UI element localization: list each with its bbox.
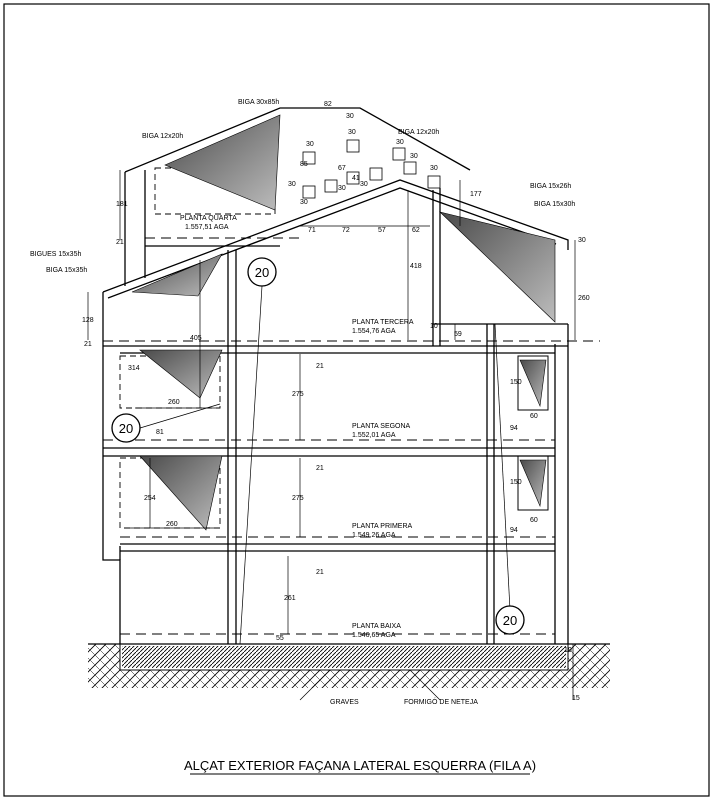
svg-text:15: 15 [572,695,580,702]
level-baixa-elev: 1.546,65 AGA [352,632,396,639]
svg-text:150: 150 [510,379,522,386]
label-biga-15x35: BIGA 15x35h [46,267,87,274]
svg-text:21: 21 [116,239,124,246]
svg-text:60: 60 [530,517,538,524]
svg-text:30: 30 [288,181,296,188]
marker-20-left: 20 [111,413,141,443]
label-biga-30x85: BIGA 30x85h [238,99,279,106]
svg-text:62: 62 [412,227,420,234]
level-primera-name: PLANTA PRIMERA [352,523,412,530]
svg-text:260: 260 [166,521,178,528]
svg-text:41: 41 [352,175,360,182]
foundation [88,643,610,688]
svg-text:261: 261 [284,595,296,602]
svg-text:59: 59 [454,331,462,338]
svg-text:150: 150 [510,479,522,486]
svg-text:21: 21 [316,363,324,370]
svg-text:254: 254 [144,495,156,502]
level-lines [103,237,600,635]
svg-text:30: 30 [578,237,586,244]
svg-text:30: 30 [338,185,346,192]
svg-text:30: 30 [300,199,308,206]
drawing-title: ALÇAT EXTERIOR FAÇANA LATERAL ESQUERRA (… [184,758,536,775]
purlin-sections [302,139,441,199]
level-tercera-elev: 1.554,76 AGA [352,328,396,335]
level-quarta-name: PLANTA QUARTA [180,215,237,222]
marker-20-right: 20 [495,605,525,635]
svg-text:30: 30 [410,153,418,160]
svg-text:60: 60 [530,413,538,420]
svg-text:72: 72 [342,227,350,234]
svg-text:30: 30 [306,141,314,148]
svg-text:81: 81 [156,429,164,436]
svg-text:71: 71 [308,227,316,234]
svg-text:67: 67 [338,165,346,172]
svg-text:94: 94 [510,527,518,534]
svg-text:ALÇAT EXTERIOR FAÇANA LATERAL: ALÇAT EXTERIOR FAÇANA LATERAL ESQUERRA (… [184,758,536,773]
svg-text:30: 30 [396,139,404,146]
dimension-values: 82 30 30 30 30 30 30 30 30 30 30 85 67 4… [82,101,590,702]
level-labels: PLANTA QUARTA 1.557,51 AGA PLANTA TERCER… [180,215,414,639]
sheet-border [3,3,710,797]
svg-text:20: 20 [119,421,133,436]
label-bigues-15x35: BIGUES 15x35h [30,251,81,258]
dimension-lines [87,107,576,701]
svg-text:55: 55 [276,635,284,642]
svg-text:21: 21 [316,569,324,576]
svg-text:30: 30 [430,165,438,172]
beam-labels: BIGA 30x85h BIGA 12x20h BIGA 12x20h BIGA… [30,99,575,274]
svg-text:21: 21 [316,465,324,472]
level-quarta-elev: 1.557,51 AGA [185,224,229,231]
marker-20-roof: 20 [247,257,277,287]
svg-text:85: 85 [300,161,308,168]
svg-text:20: 20 [503,613,517,628]
level-primera-elev: 1.549,26 AGA [352,532,396,539]
svg-text:314: 314 [128,365,140,372]
svg-text:30: 30 [348,129,356,136]
level-segona-name: PLANTA SEGONA [352,423,411,430]
svg-text:10: 10 [430,323,438,330]
svg-text:418: 418 [410,263,422,270]
svg-text:275: 275 [292,495,304,502]
svg-text:30: 30 [346,113,354,120]
svg-text:128: 128 [82,317,94,324]
level-segona-elev: 1.552,01 AGA [352,432,396,439]
shade-triangles [131,114,556,531]
svg-text:275: 275 [292,391,304,398]
svg-text:20: 20 [255,265,269,280]
label-biga-15x30: BIGA 15x30h [534,201,575,208]
label-graves: GRAVES [330,699,359,706]
level-tercera-name: PLANTA TERCERA [352,319,414,326]
svg-text:57: 57 [378,227,386,234]
svg-text:21: 21 [84,341,92,348]
svg-text:405: 405 [190,335,202,342]
label-biga-12x20-left: BIGA 12x20h [142,133,183,140]
svg-text:260: 260 [578,295,590,302]
svg-text:10: 10 [564,647,572,654]
label-biga-12x20-mid: BIGA 12x20h [398,129,439,136]
svg-text:181: 181 [116,201,128,208]
level-baixa-name: PLANTA BAIXA [352,623,401,630]
svg-text:82: 82 [324,101,332,108]
svg-text:260: 260 [168,399,180,406]
material-labels: GRAVES FORMIGÓ DE NETEJA [330,697,478,706]
small-windows [517,355,549,511]
label-formigo: FORMIGÓ DE NETEJA [404,697,478,706]
svg-text:30: 30 [360,181,368,188]
svg-text:177: 177 [470,191,482,198]
label-biga-15x26: BIGA 15x26h [530,183,571,190]
svg-text:94: 94 [510,425,518,432]
